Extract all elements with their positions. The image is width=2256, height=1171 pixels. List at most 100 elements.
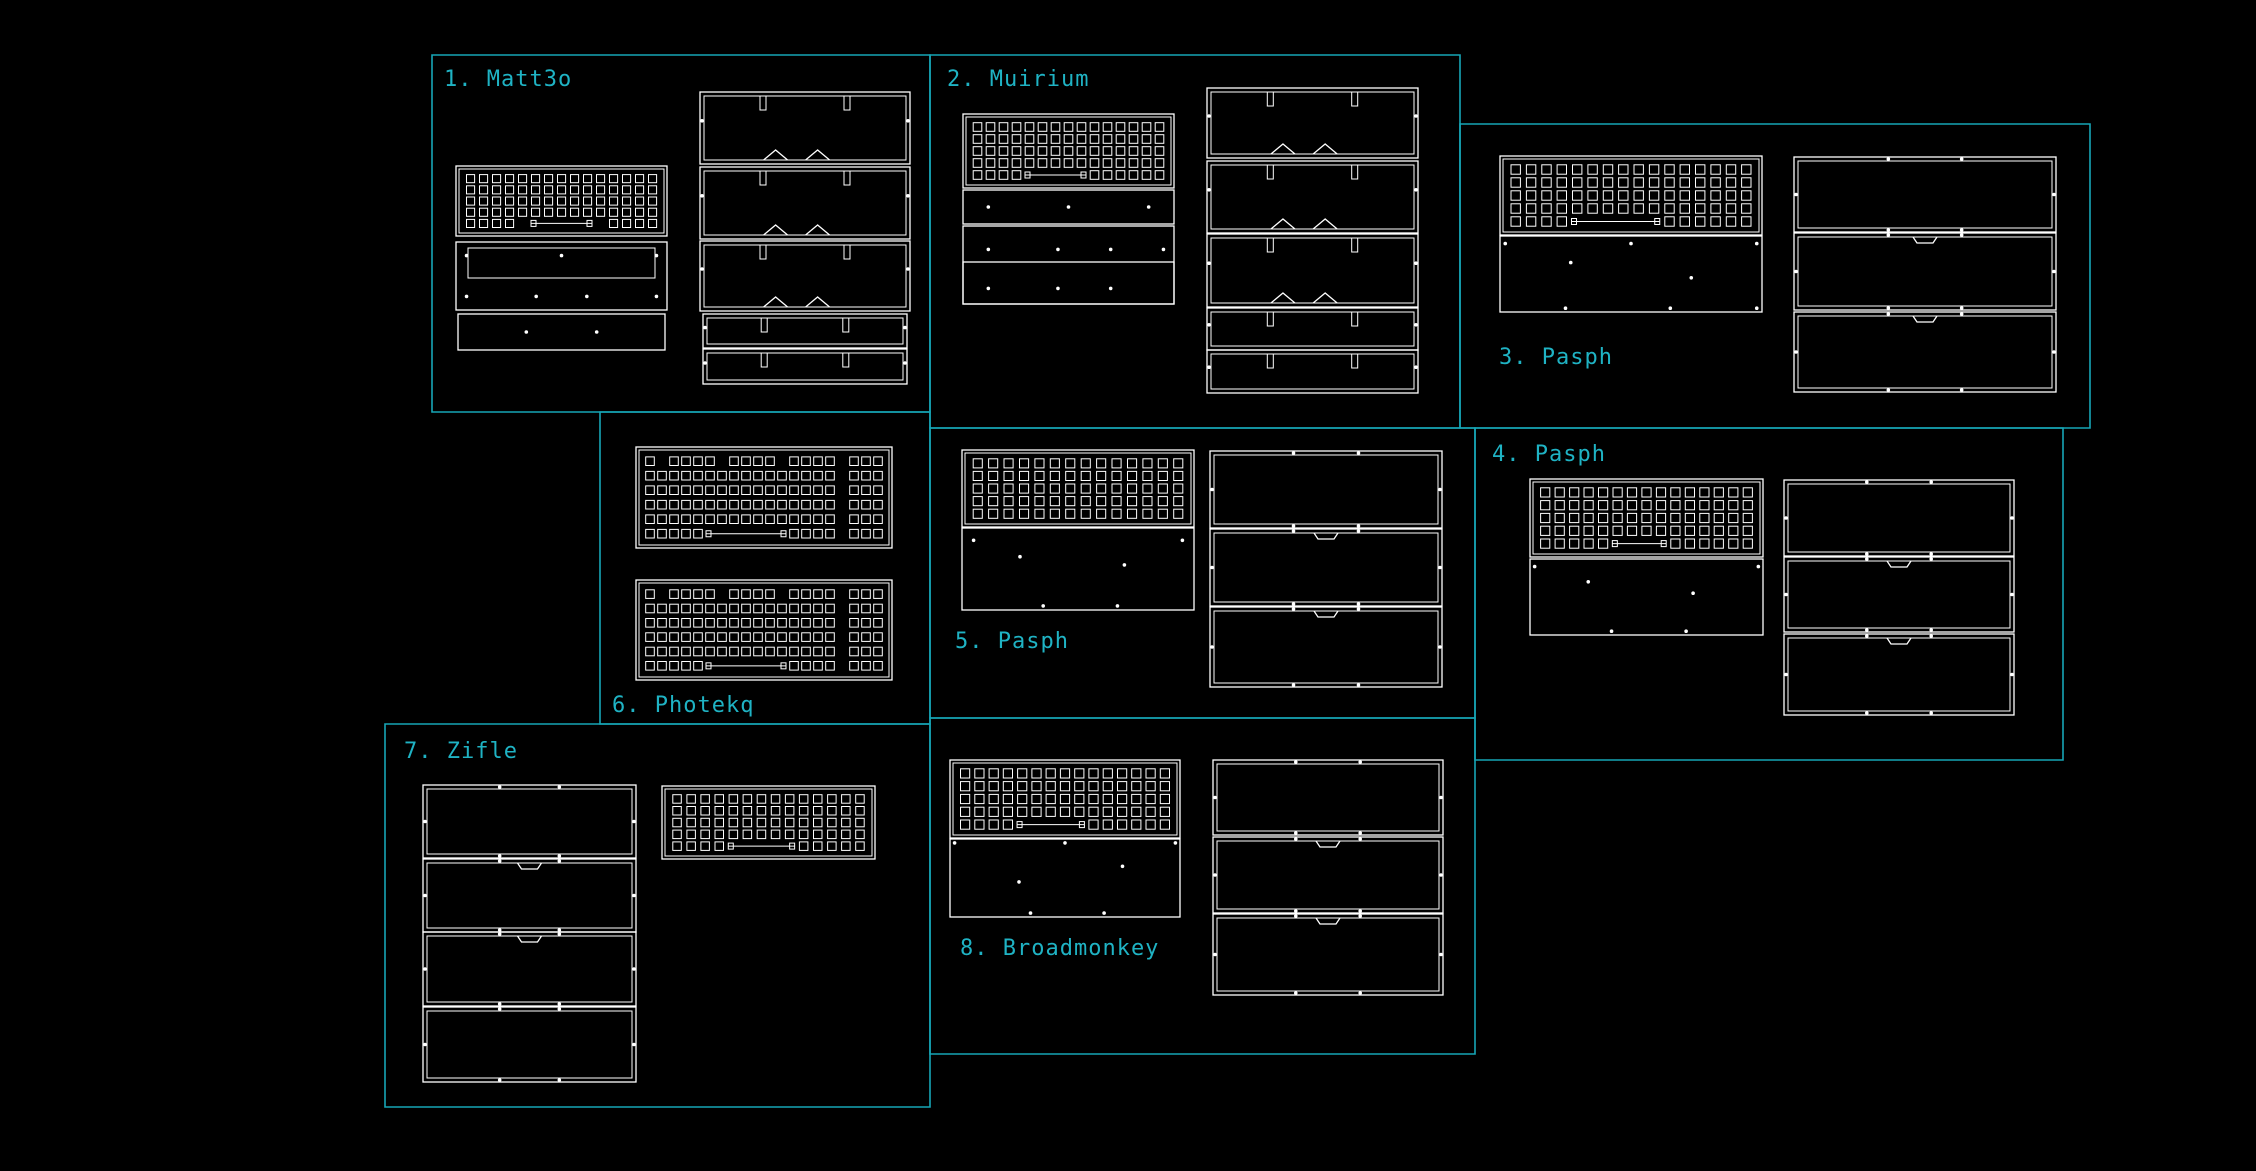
switch-cutout	[756, 817, 767, 828]
switch-cutout	[1031, 768, 1042, 779]
switch-cutout	[1655, 487, 1667, 498]
switch-cutout	[717, 603, 727, 614]
switch-cutout	[789, 632, 799, 642]
switch-cutout	[714, 829, 724, 840]
switch-cutout	[645, 661, 655, 671]
switch-cutout	[873, 661, 883, 671]
switch-cutout	[1626, 500, 1638, 511]
switch-cutout	[1065, 496, 1076, 507]
switch-cutout	[1173, 470, 1184, 481]
switch-cutout	[609, 207, 619, 217]
switch-cutout	[1679, 203, 1690, 214]
switch-cutout	[1540, 538, 1551, 549]
switch-cutout	[1159, 768, 1171, 779]
switch-cutout	[827, 829, 837, 840]
mount-hole	[1358, 909, 1362, 913]
switch-cutout	[972, 508, 983, 519]
switch-cutout	[801, 618, 811, 628]
switch-cutout	[825, 499, 835, 510]
switch-cutout	[557, 174, 567, 184]
mount-hole	[1438, 487, 1442, 492]
switch-cutout	[1554, 525, 1565, 536]
switch-cutout	[1154, 170, 1165, 180]
switch-cutout	[985, 170, 996, 180]
switch-cutout	[1002, 819, 1013, 830]
case-layer-inner	[1216, 917, 1440, 992]
switch-cutout	[1002, 768, 1013, 779]
switch-cutout	[1127, 483, 1138, 494]
mount-hole	[1886, 312, 1891, 316]
switch-cutout	[648, 174, 658, 184]
switch-cutout	[1034, 458, 1045, 469]
switch-cutout	[741, 589, 751, 599]
stab-cutout	[705, 530, 712, 538]
switch-cutout	[861, 661, 871, 671]
case-layer-inner	[1210, 237, 1415, 304]
stab-cutout	[1571, 218, 1577, 225]
switch-cutout	[801, 589, 811, 599]
mount-hole	[497, 1078, 502, 1082]
switch-cutout	[1003, 496, 1014, 507]
switch-cutout	[622, 196, 632, 206]
mount-hole	[700, 119, 704, 123]
mount-hole	[1063, 841, 1067, 845]
case-layer-outer	[702, 313, 908, 349]
switch-cutout	[1128, 122, 1139, 132]
switch-cutout	[742, 817, 753, 828]
switch-cutout	[583, 185, 593, 195]
mount-hole	[423, 893, 427, 898]
switch-cutout	[1602, 164, 1614, 175]
switch-cutout	[1128, 158, 1139, 168]
switch-cutout	[765, 485, 775, 495]
switch-cutout	[1019, 458, 1030, 469]
switch-cutout	[1510, 203, 1521, 214]
switch-cutout	[1076, 134, 1087, 144]
switch-cutout	[861, 470, 871, 481]
stab-cutout	[705, 662, 712, 670]
stab-cutout	[586, 219, 593, 227]
switch-cutout	[1618, 190, 1629, 201]
switch-cutout	[1065, 458, 1076, 469]
switch-plate-inner	[638, 582, 890, 678]
case-layer-outer	[422, 784, 637, 859]
switch-cutout	[466, 218, 476, 228]
switch-cutout	[714, 817, 724, 828]
switch-cutout	[1111, 483, 1122, 494]
mount-hole	[534, 294, 538, 299]
switch-cutout	[583, 196, 593, 206]
switch-cutout	[622, 185, 632, 195]
switch-cutout	[855, 817, 865, 828]
switch-cutout	[873, 485, 883, 495]
switch-cutout	[505, 196, 515, 206]
frame-zifle	[384, 723, 931, 1108]
mount-hole	[1691, 591, 1695, 595]
case-layer-outer	[1206, 160, 1419, 234]
mount-hole	[632, 1042, 636, 1047]
switch-cutout	[1540, 525, 1551, 536]
mount-hole	[2052, 269, 2056, 274]
switch-cutout	[841, 841, 851, 851]
switch-cutout	[801, 528, 811, 539]
mount-hole	[1356, 529, 1361, 533]
drawing-photekq	[635, 446, 893, 681]
switch-cutout	[784, 829, 795, 840]
mount-hole	[1668, 306, 1673, 311]
switch-cutout	[681, 589, 691, 599]
switch-cutout	[1011, 170, 1022, 180]
switch-cutout	[813, 456, 823, 466]
switch-cutout	[1554, 538, 1565, 549]
switch-cutout	[974, 806, 985, 817]
switch-cutout	[669, 514, 679, 525]
switch-cutout	[729, 499, 739, 510]
switch-cutout	[841, 794, 851, 804]
switch-cutout	[801, 499, 811, 510]
switch-cutout	[1019, 470, 1030, 481]
support-notch	[1312, 218, 1338, 230]
switch-cutout	[765, 632, 775, 642]
switch-cutout	[645, 470, 655, 481]
switch-cutout	[1684, 538, 1696, 549]
switch-cutout	[988, 470, 999, 481]
switch-cutout	[1031, 806, 1042, 817]
switch-cutout	[849, 528, 859, 539]
switch-cutout	[705, 499, 715, 510]
